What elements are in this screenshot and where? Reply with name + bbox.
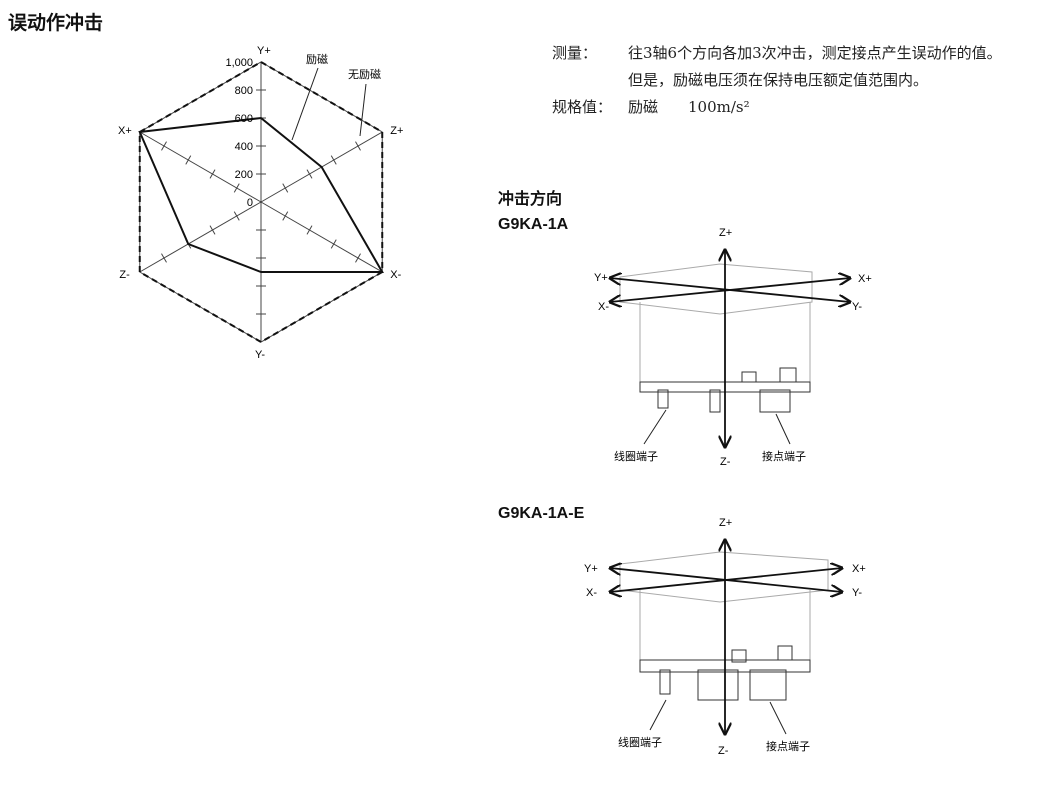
- callout-unexcited-label: 无励磁: [348, 68, 381, 81]
- model-name-g9ka-1a: G9KA-1A: [498, 216, 569, 233]
- relay-diagram-g9ka-1a-e: Z+ Z- Y+ X- X+ Y- 线圈端子 接点端子: [584, 517, 866, 757]
- model-name-g9ka-1a-e: G9KA-1A-E: [498, 505, 585, 522]
- spec-block: 测量： 往3轴6个方向各加3次冲击，测定接点产生误动作的值。 但是，励磁电压须在…: [552, 40, 1002, 121]
- measure-line2: 但是，励磁电压须在保持电压额定值范围内。: [628, 71, 929, 89]
- radar-tick: [233, 183, 240, 193]
- axis-label-z-plus: Z+: [719, 227, 732, 239]
- axis-label-y-plus: Y+: [584, 563, 598, 575]
- page-title: 误动作冲击: [8, 12, 104, 34]
- radar-spoke-5: [139, 201, 262, 273]
- section-title-shock-direction: 冲击方向: [498, 191, 563, 208]
- axis-x-arrow: [610, 278, 850, 302]
- radar-tick: [330, 155, 337, 165]
- measure-label: 测量：: [552, 44, 598, 62]
- radar-tick-label: 0: [247, 197, 253, 209]
- radar-tick: [209, 169, 216, 179]
- radar-tick-label: 800: [235, 85, 253, 97]
- radar-tick-label: 200: [235, 169, 253, 181]
- radar-series: [138, 60, 384, 344]
- radar-axis-label-6: X+: [118, 125, 132, 137]
- radar-spoke-6: [139, 131, 262, 203]
- radar-tick-label: 400: [235, 141, 253, 153]
- relay-body: [619, 551, 829, 661]
- radar-spoke-3: [260, 201, 383, 273]
- axis-label-y-minus: Y-: [852, 587, 862, 599]
- radar-axis-label-1: Y+: [257, 45, 271, 57]
- radar-axis-label-2: Z+: [390, 125, 403, 137]
- radar-tick: [209, 225, 216, 235]
- measure-line1: 往3轴6个方向各加3次冲击，测定接点产生误动作的值。: [628, 44, 1002, 62]
- contact-terminal-label: 接点端子: [762, 450, 806, 463]
- callout-excited-label: 励磁: [306, 53, 328, 66]
- radar-tick: [161, 253, 167, 263]
- radar-axis-label-4: Y-: [255, 349, 265, 361]
- axis-label-z-minus: Z-: [720, 456, 731, 468]
- axis-label-y-minus: Y-: [852, 301, 862, 313]
- radar-tick-label: 600: [235, 113, 253, 125]
- axis-label-z-plus: Z+: [719, 517, 732, 529]
- radar-series-1: [138, 116, 384, 273]
- relay-diagram-g9ka-1a: Z+ Z- Y+ X- X+ Y- 线圈端子 接点端子: [594, 227, 872, 468]
- axis-label-z-minus: Z-: [718, 745, 729, 757]
- axis-label-x-plus: X+: [852, 563, 866, 575]
- radar-tick-label: 1,000: [225, 57, 253, 69]
- axis-x-arrow: [610, 568, 842, 592]
- standard-label: 规格值：: [552, 98, 613, 116]
- radar-tick: [306, 225, 313, 235]
- radar-labels: 0 200 400 600 800 1,000 Y+ Z+ X- Y- Z- X+: [118, 45, 403, 361]
- axis-label-x-plus: X+: [858, 273, 872, 285]
- radar-tick: [282, 211, 289, 221]
- radar-tick: [282, 183, 289, 193]
- callout-excited-line: [291, 67, 319, 141]
- radar-tick: [355, 253, 361, 263]
- radar-tick: [161, 141, 167, 151]
- callout-unexcited-line: [359, 83, 367, 137]
- radar-tick: [233, 211, 240, 221]
- radar-axis-label-5: Z-: [119, 269, 130, 281]
- radar-tick: [330, 239, 337, 249]
- axis-label-x-minus: X-: [586, 587, 597, 599]
- standard-value: 100m/s²: [688, 98, 750, 116]
- standard-item: 励磁: [628, 98, 659, 116]
- coil-terminal-label: 线圈端子: [618, 735, 662, 749]
- axis-label-y-plus: Y+: [594, 272, 608, 284]
- radar-grid: [139, 61, 383, 343]
- radar-tick: [306, 169, 313, 179]
- contact-terminal-label: 接点端子: [766, 740, 810, 753]
- coil-terminal-label: 线圈端子: [614, 449, 658, 463]
- radar-tick: [355, 141, 361, 151]
- radar-chart: 0 200 400 600 800 1,000 Y+ Z+ X- Y- Z- X+ 励磁 无励磁: [118, 45, 403, 361]
- axis-label-x-minus: X-: [598, 301, 609, 313]
- radar-axis-label-3: X-: [390, 269, 401, 281]
- radar-tick: [185, 155, 192, 165]
